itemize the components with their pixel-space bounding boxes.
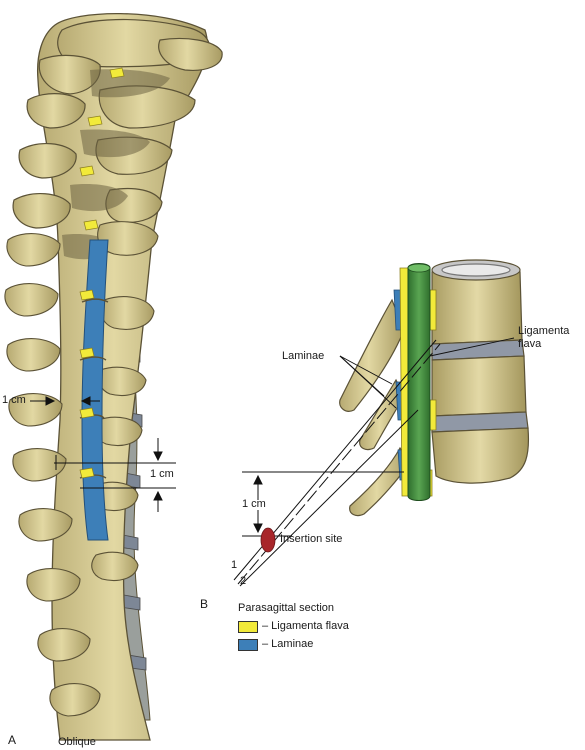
ligamenta-label-line2: flava <box>518 338 542 350</box>
panel-a-letter: A <box>8 733 17 747</box>
legend-label-laminae: – Laminae <box>262 638 314 650</box>
panel-b-letter: B <box>200 597 209 611</box>
insertion-site-label: Insertion site <box>280 533 343 545</box>
vertebral-bodies-b <box>431 259 530 484</box>
laminae-label: Laminae <box>282 350 325 362</box>
needle-label-2: 2 <box>240 575 247 587</box>
insertion-site-marker <box>260 527 276 553</box>
legend-title: Parasagittal section <box>238 602 334 614</box>
ligamenta-label-line1: Ligamenta <box>518 325 570 337</box>
upper-shadows <box>62 69 170 260</box>
spinous-processes-b <box>339 298 411 517</box>
panel-b-measure: 1 cm <box>242 498 266 510</box>
panel-a-spine <box>4 12 223 741</box>
measure-lines-b <box>242 471 404 537</box>
spinal-cord <box>407 263 431 501</box>
legend-swatch-laminae <box>238 639 258 651</box>
ligamenta-flava-a <box>79 67 125 479</box>
panel-b-section <box>233 259 530 587</box>
panel-a-measure-left: 1 cm <box>2 394 26 406</box>
upper-vertebrae <box>12 18 223 229</box>
panel-a-measure-right: 1 cm <box>150 468 174 480</box>
right-processes <box>91 221 159 582</box>
legend-label-ligamenta: – Ligamenta flava <box>262 620 349 632</box>
measure-lines-a <box>30 396 176 512</box>
legend-swatch-ligamenta <box>238 621 258 633</box>
panel-a-view-label: Oblique <box>58 736 96 748</box>
needle-label-1: 1 <box>231 559 238 571</box>
